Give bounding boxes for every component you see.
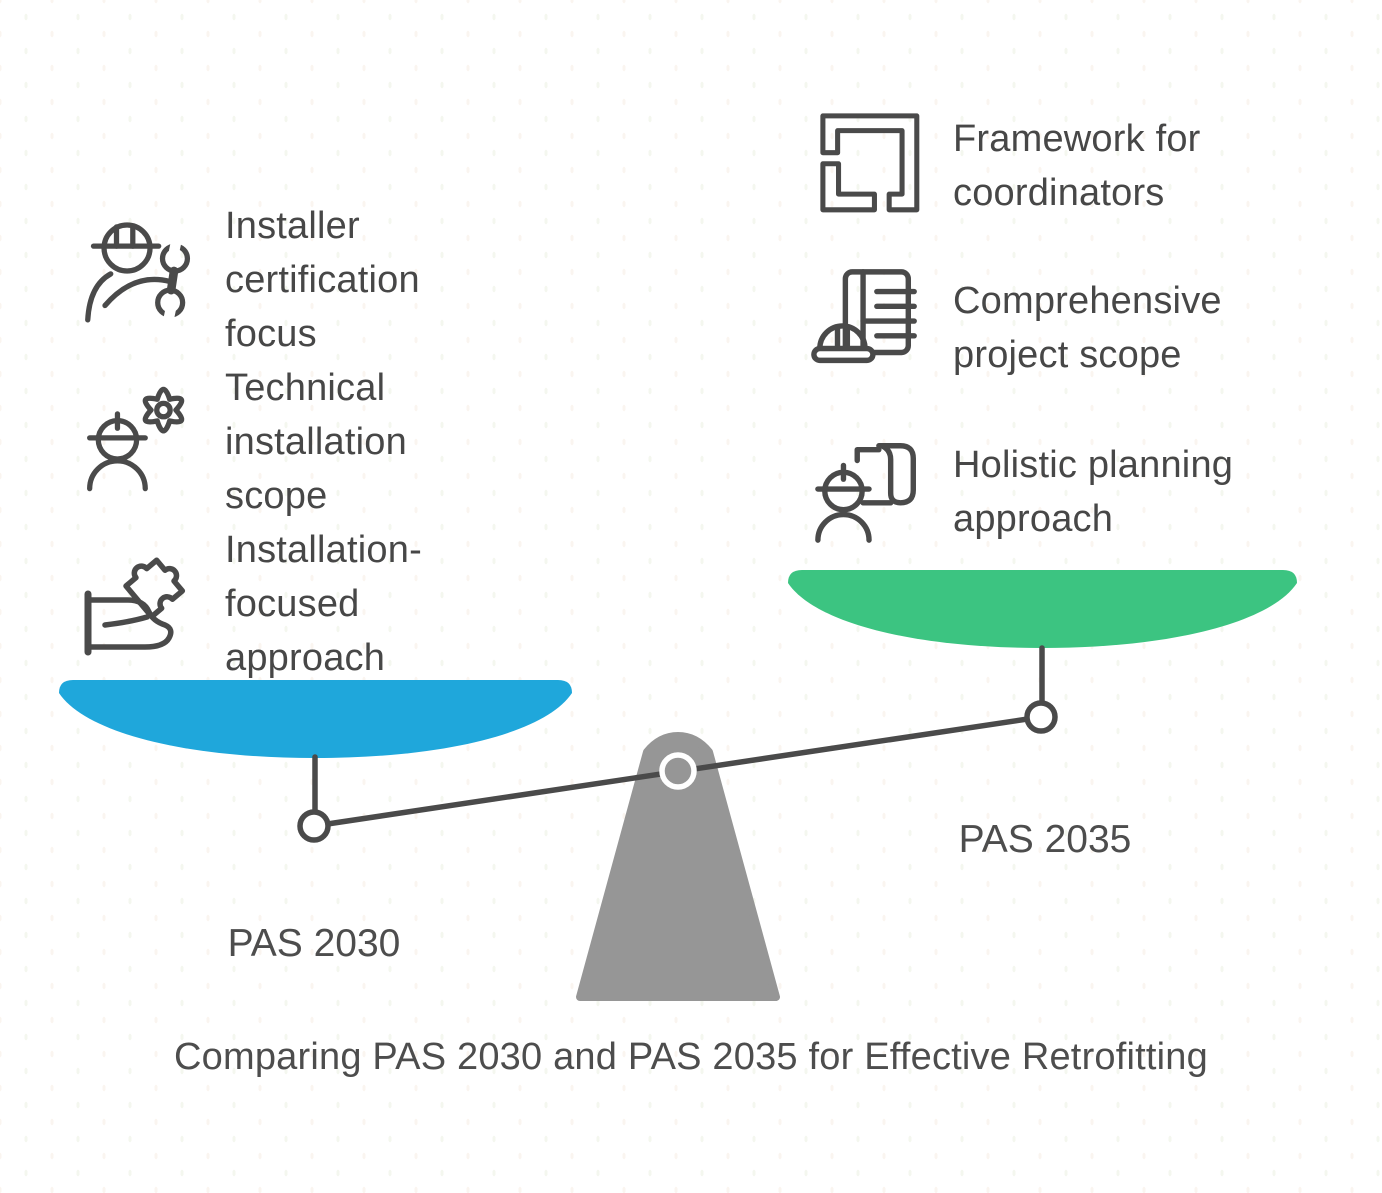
pas-2035-label: PAS 2035 [958,818,1132,861]
worker-gear-icon [87,386,185,492]
worker-blueprint-icon [815,443,916,543]
pivot-ring [659,752,697,790]
worker-wrench-icon [85,222,191,323]
right-pan [788,570,1297,648]
right-item-1-label: Framework for coordinators [953,118,1201,214]
left-item-3-label: Installation-focused approach [225,529,422,679]
hand-puzzle-icon [84,557,186,656]
right-item-2-label: Comprehensive project scope [953,280,1222,376]
frame-corners-icon [820,113,920,213]
left-pan [59,680,572,758]
left-hinge [297,809,331,843]
left-item-1-label: Installer certification focus [225,205,420,355]
left-item-2-label: Technical installation scope [225,367,407,517]
spec-sheet-hardhat-icon [811,269,917,364]
page-title: Comparing PAS 2030 and PAS 2035 for Effe… [174,1036,1208,1078]
fulcrum [576,732,780,1001]
right-item-3-label: Holistic planning approach [953,444,1234,540]
right-hinge [1024,700,1058,734]
pas-2030-label: PAS 2030 [227,922,401,965]
